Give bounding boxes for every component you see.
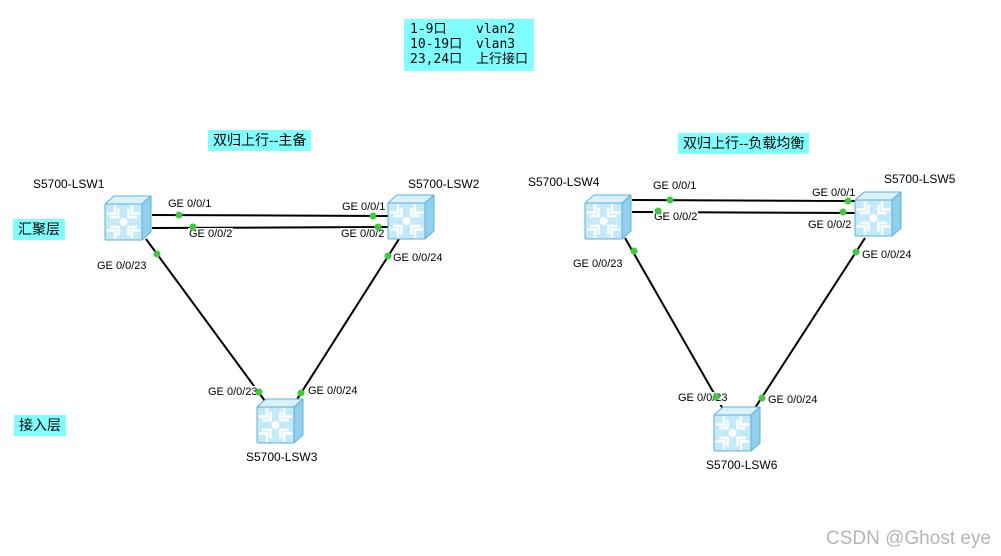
legend-row: 10-19口 vlan3 — [410, 37, 528, 52]
link-lsw4-lsw6[interactable] — [624, 237, 724, 410]
switch-icon — [103, 194, 153, 242]
switch-icon — [386, 193, 436, 241]
legend-desc: vlan2 — [476, 22, 516, 37]
title-active-standby: 双归上行--主备 — [208, 130, 312, 151]
port-label: GE 0/0/24 — [861, 249, 913, 262]
port-label: GE 0/0/23 — [207, 386, 259, 399]
port-label: GE 0/0/1 — [167, 198, 213, 211]
port-label: GE 0/0/23 — [96, 260, 148, 273]
device-label-lsw4: S5700-LSW4 — [528, 175, 600, 189]
legend-box: 1-9口 vlan2 10-19口 vlan3 23,24口 上行接口 — [404, 19, 535, 71]
label-access-layer: 接入层 — [14, 415, 66, 436]
switch-node-lsw3[interactable] — [255, 397, 305, 445]
link-lsw4-lsw5-ge1[interactable] — [631, 199, 857, 202]
legend-ports: 1-9口 — [410, 22, 447, 37]
port-label: GE 0/0/1 — [811, 187, 857, 200]
switch-icon — [583, 193, 633, 241]
device-label-lsw1: S5700-LSW1 — [33, 177, 105, 191]
title-load-balance: 双归上行--负载均衡 — [678, 133, 810, 154]
port-label: GE 0/0/2 — [807, 219, 853, 232]
link-lsw2-lsw3[interactable] — [295, 238, 400, 402]
csdn-watermark: CSDN @Ghost eye — [826, 528, 992, 549]
switch-node-lsw2[interactable] — [386, 193, 436, 241]
legend-row: 23,24口 上行接口 — [410, 52, 528, 67]
switch-node-lsw5[interactable] — [853, 190, 903, 238]
label-aggregation-layer: 汇聚层 — [13, 219, 65, 240]
port-label: GE 0/0/1 — [652, 180, 698, 193]
port-label: GE 0/0/23 — [677, 392, 729, 405]
switch-icon — [712, 405, 762, 453]
device-label-lsw5: S5700-LSW5 — [884, 172, 956, 186]
switch-node-lsw1[interactable] — [103, 194, 153, 242]
switch-icon — [853, 190, 903, 238]
port-label: GE 0/0/23 — [572, 258, 624, 271]
device-label-lsw2: S5700-LSW2 — [408, 177, 480, 191]
port-label: GE 0/0/2 — [653, 211, 699, 224]
port-label: GE 0/0/24 — [767, 394, 819, 407]
device-label-lsw3: S5700-LSW3 — [246, 450, 318, 464]
legend-row: 1-9口 vlan2 — [410, 22, 528, 37]
port-label: GE 0/0/24 — [307, 385, 359, 398]
switch-node-lsw4[interactable] — [583, 193, 633, 241]
port-label: GE 0/0/2 — [188, 228, 234, 241]
device-label-lsw6: S5700-LSW6 — [706, 458, 778, 472]
link-lsw5-lsw6[interactable] — [754, 237, 866, 409]
link-lsw1-lsw2-ge1[interactable] — [151, 214, 390, 217]
port-label: GE 0/0/1 — [341, 201, 387, 214]
legend-ports: 10-19口 — [410, 37, 463, 52]
port-label: GE 0/0/2 — [340, 228, 386, 241]
legend-ports: 23,24口 — [410, 52, 463, 67]
switch-icon — [255, 397, 305, 445]
switch-node-lsw6[interactable] — [712, 405, 762, 453]
link-lsw1-lsw3[interactable] — [145, 238, 266, 402]
port-label: GE 0/0/24 — [392, 252, 444, 265]
legend-desc: vlan3 — [476, 37, 516, 52]
legend-desc: 上行接口 — [476, 52, 529, 67]
